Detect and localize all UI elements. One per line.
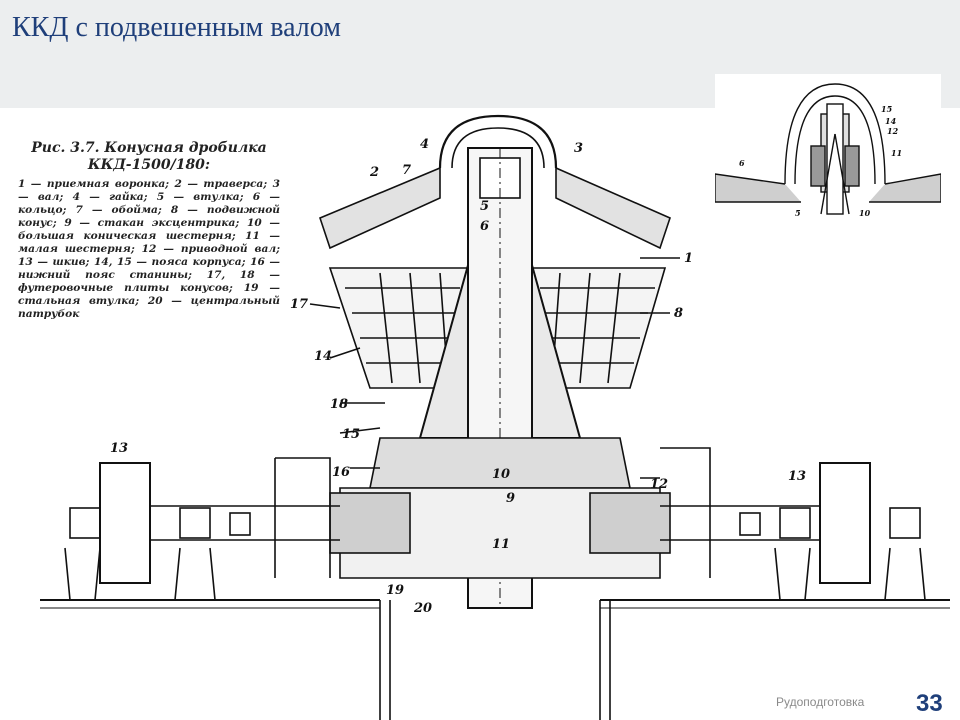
label-17: 17 — [290, 297, 308, 312]
caption-title-line2: ККД-1500/180: — [87, 157, 211, 173]
label-2: 2 — [369, 165, 379, 180]
label-13-left: 13 — [110, 441, 128, 456]
inset-label-11: 11 — [891, 148, 902, 158]
inset-label-10: 10 — [859, 208, 871, 218]
label-20: 20 — [413, 601, 432, 616]
label-11: 11 — [492, 537, 510, 552]
label-15: 15 — [342, 427, 360, 442]
label-18: 18 — [330, 397, 348, 412]
label-10: 10 — [492, 467, 510, 482]
figure-caption: Рис. 3.7. Конусная дробилка ККД-1500/180… — [18, 140, 280, 321]
label-3: 3 — [574, 141, 583, 156]
label-13-right: 13 — [788, 469, 806, 484]
label-8: 8 — [674, 306, 683, 321]
label-6: 6 — [480, 219, 489, 234]
label-12: 12 — [650, 477, 668, 492]
footer-subject: Рудоподготовка — [776, 695, 865, 709]
slide-title: ККД с подвешенным валом — [12, 12, 341, 43]
label-16: 16 — [332, 465, 350, 480]
label-14: 14 — [314, 349, 332, 364]
label-1: 1 — [684, 251, 693, 266]
inset-label-15: 15 — [881, 104, 893, 114]
label-4: 4 — [420, 137, 429, 152]
inset-label-14: 14 — [885, 116, 897, 126]
inset-label-12: 12 — [887, 126, 899, 136]
page-number: 33 — [916, 690, 943, 717]
caption-title-line1: Рис. 3.7. Конусная дробилка — [31, 140, 267, 156]
inset-detail-drawing: 6 5 10 11 12 14 15 — [715, 74, 941, 224]
label-5: 5 — [480, 199, 489, 214]
label-9: 9 — [506, 491, 515, 506]
inset-label-6: 6 — [739, 158, 745, 168]
crusher-drawing: 1 2 3 4 5 6 7 8 9 10 11 12 13 13 14 15 1… — [40, 114, 950, 720]
label-7: 7 — [402, 163, 411, 178]
caption-title: Рис. 3.7. Конусная дробилка ККД-1500/180… — [18, 140, 280, 174]
caption-legend: 1 — приемная воронка; 2 — траверса; 3 — … — [18, 178, 280, 320]
inset-label-5: 5 — [795, 208, 801, 218]
label-19: 19 — [386, 583, 404, 598]
